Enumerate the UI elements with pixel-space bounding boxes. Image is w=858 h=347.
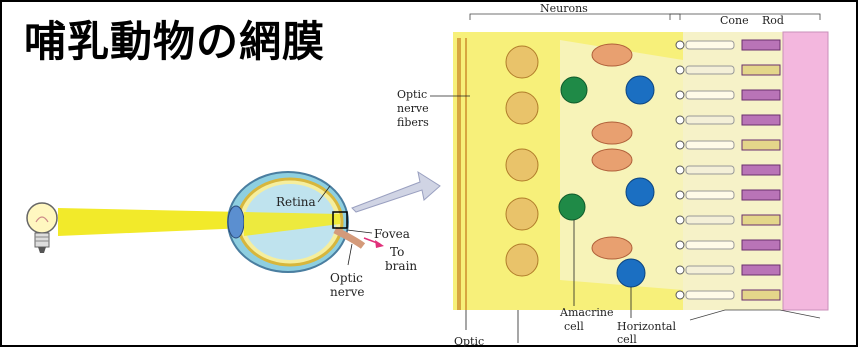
cone-outer-segment	[742, 215, 780, 225]
photoreceptor-nucleus	[676, 66, 684, 74]
rod-outer-segment	[742, 190, 780, 200]
cone-outer-segment	[742, 290, 780, 300]
optic-nerve-label-2: nerve	[330, 285, 364, 299]
photoreceptor-nucleus	[676, 291, 684, 299]
optic-cut-label: Optic	[454, 335, 484, 347]
to-brain-label-2: brain	[385, 259, 417, 273]
to-brain-label-1: To	[390, 245, 404, 259]
fovea-label: Fovea	[374, 227, 410, 241]
amacrine-cell-label-1: Amacrine	[559, 306, 613, 319]
cone-label: Cone	[720, 14, 749, 27]
photoreceptor-segment	[686, 166, 734, 174]
rod-outer-segment	[742, 115, 780, 125]
light-bulb-icon	[27, 203, 57, 253]
photoreceptor-nucleus	[676, 166, 684, 174]
photoreceptor-nucleus	[676, 216, 684, 224]
photoreceptor-nucleus	[676, 266, 684, 274]
photoreceptor-segment	[686, 291, 734, 299]
photoreceptor-segment	[686, 141, 734, 149]
optic-nerve-fibers-label-2: nerve	[397, 102, 429, 115]
amacrine-cell-label-2: cell	[564, 320, 584, 333]
photoreceptor-segment	[686, 216, 734, 224]
cone-outer-segment	[742, 140, 780, 150]
photoreceptor-nucleus	[676, 41, 684, 49]
photoreceptor-segment	[686, 91, 734, 99]
rod-outer-segment	[742, 240, 780, 250]
eye-cross-section	[228, 172, 363, 272]
horizontal-cell-label-1: Horizontal	[617, 320, 676, 333]
photoreceptor-nucleus	[676, 116, 684, 124]
optic-nerve-label-1: Optic	[330, 271, 363, 285]
rod-outer-segment	[742, 265, 780, 275]
optic-nerve-fibers-label-1: Optic	[397, 88, 427, 101]
rod-outer-segment	[742, 40, 780, 50]
photoreceptor-nucleus	[676, 241, 684, 249]
photoreceptor-segment	[686, 41, 734, 49]
neurons-label: Neurons	[540, 2, 588, 15]
photoreceptor-segment	[686, 266, 734, 274]
photoreceptor-nucleus	[676, 91, 684, 99]
rod-outer-segment	[742, 165, 780, 175]
optic-nerve-fibers-label-3: fibers	[397, 116, 429, 129]
photoreceptor-nucleus	[676, 191, 684, 199]
zoom-arrow	[352, 172, 440, 212]
photoreceptor-segment	[686, 66, 734, 74]
horizontal-cell-label-2: cell	[617, 333, 637, 346]
cone-outer-segment	[742, 65, 780, 75]
retina-label: Retina	[276, 195, 316, 209]
photoreceptor-segment	[686, 241, 734, 249]
rod-label: Rod	[762, 14, 784, 27]
photoreceptor-segment	[686, 116, 734, 124]
rod-outer-segment	[742, 90, 780, 100]
photoreceptor-segment	[686, 191, 734, 199]
photoreceptor-nucleus	[676, 141, 684, 149]
